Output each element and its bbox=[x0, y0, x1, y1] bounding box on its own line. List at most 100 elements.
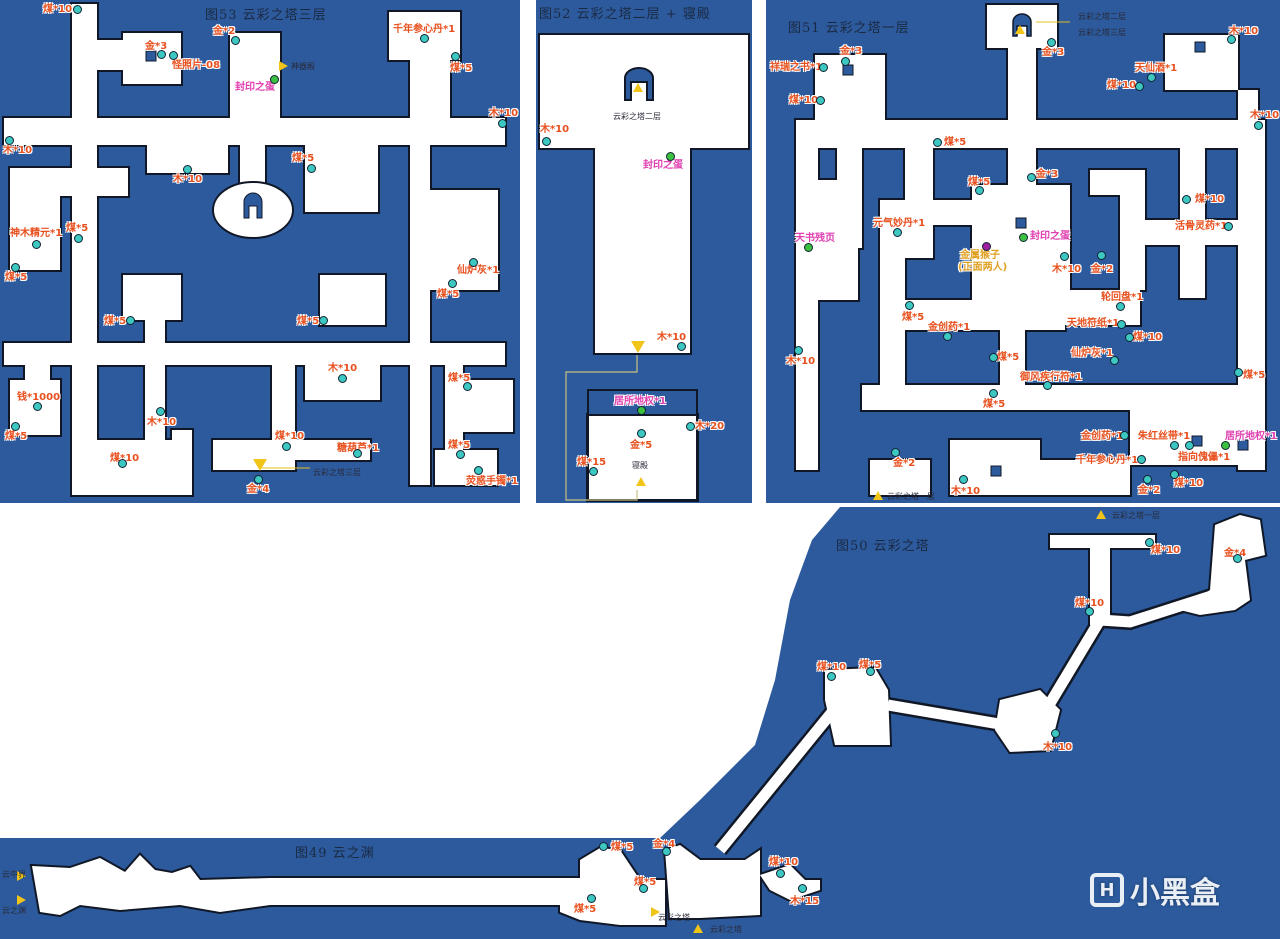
item-marker-icon[interactable] bbox=[1120, 431, 1129, 440]
key-item-marker-icon[interactable] bbox=[1019, 233, 1028, 242]
item-marker-icon[interactable] bbox=[420, 34, 429, 43]
item-marker-icon[interactable] bbox=[589, 467, 598, 476]
item-marker-icon[interactable] bbox=[1233, 554, 1242, 563]
item-marker-icon[interactable] bbox=[469, 258, 478, 267]
item-marker-icon[interactable] bbox=[975, 186, 984, 195]
item-marker-icon[interactable] bbox=[1234, 368, 1243, 377]
entrance-marker-icon bbox=[253, 459, 267, 471]
key-item-marker-icon[interactable] bbox=[804, 243, 813, 252]
item-marker-icon[interactable] bbox=[11, 263, 20, 272]
item-marker-icon[interactable] bbox=[905, 301, 914, 310]
item-marker-icon[interactable] bbox=[319, 316, 328, 325]
item-marker-icon[interactable] bbox=[1185, 441, 1194, 450]
pillar bbox=[1194, 41, 1206, 53]
item-marker-icon[interactable] bbox=[1125, 333, 1134, 342]
item-marker-icon[interactable] bbox=[254, 475, 263, 484]
item-marker-icon[interactable] bbox=[157, 50, 166, 59]
item-marker-icon[interactable] bbox=[943, 332, 952, 341]
item-label: 煤*5 bbox=[902, 312, 925, 323]
item-marker-icon[interactable] bbox=[1143, 475, 1152, 484]
item-marker-icon[interactable] bbox=[587, 894, 596, 903]
item-marker-icon[interactable] bbox=[32, 240, 41, 249]
item-marker-icon[interactable] bbox=[183, 165, 192, 174]
item-marker-icon[interactable] bbox=[982, 242, 991, 251]
item-marker-icon[interactable] bbox=[456, 450, 465, 459]
item-label: 煤*10 bbox=[1195, 194, 1225, 205]
item-marker-icon[interactable] bbox=[776, 869, 785, 878]
floor bbox=[430, 60, 450, 120]
item-marker-icon[interactable] bbox=[463, 382, 472, 391]
item-marker-icon[interactable] bbox=[677, 342, 686, 351]
item-marker-icon[interactable] bbox=[1227, 35, 1236, 44]
item-marker-icon[interactable] bbox=[282, 442, 291, 451]
item-marker-icon[interactable] bbox=[686, 422, 695, 431]
item-marker-icon[interactable] bbox=[353, 449, 362, 458]
item-marker-icon[interactable] bbox=[827, 672, 836, 681]
key-item-marker-icon[interactable] bbox=[637, 406, 646, 415]
item-marker-icon[interactable] bbox=[1060, 252, 1069, 261]
item-marker-icon[interactable] bbox=[1027, 173, 1036, 182]
item-label: 居所地权*1 bbox=[614, 396, 667, 407]
item-marker-icon[interactable] bbox=[989, 353, 998, 362]
key-item-marker-icon[interactable] bbox=[666, 152, 675, 161]
item-marker-icon[interactable] bbox=[1135, 82, 1144, 91]
item-marker-icon[interactable] bbox=[1116, 302, 1125, 311]
item-marker-icon[interactable] bbox=[1182, 195, 1191, 204]
item-marker-icon[interactable] bbox=[73, 5, 82, 14]
item-label: 指向傀儡*1 bbox=[1178, 452, 1231, 463]
item-marker-icon[interactable] bbox=[599, 842, 608, 851]
item-marker-icon[interactable] bbox=[1170, 441, 1179, 450]
item-marker-icon[interactable] bbox=[866, 667, 875, 676]
item-marker-icon[interactable] bbox=[231, 36, 240, 45]
location-label: 云彩之塔三层 bbox=[313, 468, 361, 477]
item-marker-icon[interactable] bbox=[1110, 356, 1119, 365]
item-marker-icon[interactable] bbox=[841, 57, 850, 66]
item-marker-icon[interactable] bbox=[451, 52, 460, 61]
item-marker-icon[interactable] bbox=[662, 847, 671, 856]
item-marker-icon[interactable] bbox=[1097, 251, 1106, 260]
item-label: 木*10 bbox=[1250, 110, 1280, 121]
item-marker-icon[interactable] bbox=[819, 63, 828, 72]
key-item-marker-icon[interactable] bbox=[1221, 441, 1230, 450]
floor bbox=[796, 148, 818, 470]
item-marker-icon[interactable] bbox=[1224, 222, 1233, 231]
item-marker-icon[interactable] bbox=[1170, 470, 1179, 479]
item-marker-icon[interactable] bbox=[639, 884, 648, 893]
key-item-marker-icon[interactable] bbox=[270, 75, 279, 84]
item-marker-icon[interactable] bbox=[1145, 538, 1154, 547]
item-marker-icon[interactable] bbox=[498, 119, 507, 128]
entrance-marker-icon bbox=[1015, 25, 1025, 34]
item-marker-icon[interactable] bbox=[1051, 729, 1060, 738]
item-label: 木*10 bbox=[489, 108, 519, 119]
item-marker-icon[interactable] bbox=[794, 346, 803, 355]
item-marker-icon[interactable] bbox=[959, 475, 968, 484]
item-marker-icon[interactable] bbox=[1254, 121, 1263, 130]
item-marker-icon[interactable] bbox=[1047, 38, 1056, 47]
item-marker-icon[interactable] bbox=[891, 448, 900, 457]
item-marker-icon[interactable] bbox=[1147, 73, 1156, 82]
item-marker-icon[interactable] bbox=[5, 136, 14, 145]
item-marker-icon[interactable] bbox=[1043, 381, 1052, 390]
item-marker-icon[interactable] bbox=[74, 234, 83, 243]
item-marker-icon[interactable] bbox=[169, 51, 178, 60]
item-marker-icon[interactable] bbox=[933, 138, 942, 147]
item-marker-icon[interactable] bbox=[637, 429, 646, 438]
item-marker-icon[interactable] bbox=[542, 137, 551, 146]
item-marker-icon[interactable] bbox=[126, 316, 135, 325]
item-marker-icon[interactable] bbox=[448, 279, 457, 288]
item-marker-icon[interactable] bbox=[338, 374, 347, 383]
item-marker-icon[interactable] bbox=[1137, 455, 1146, 464]
item-marker-icon[interactable] bbox=[33, 402, 42, 411]
item-marker-icon[interactable] bbox=[893, 228, 902, 237]
item-marker-icon[interactable] bbox=[798, 884, 807, 893]
item-marker-icon[interactable] bbox=[989, 389, 998, 398]
item-marker-icon[interactable] bbox=[816, 96, 825, 105]
item-marker-icon[interactable] bbox=[1117, 320, 1126, 329]
item-marker-icon[interactable] bbox=[307, 164, 316, 173]
item-marker-icon[interactable] bbox=[1085, 607, 1094, 616]
item-marker-icon[interactable] bbox=[156, 407, 165, 416]
item-marker-icon[interactable] bbox=[11, 422, 20, 431]
item-marker-icon[interactable] bbox=[474, 466, 483, 475]
item-marker-icon[interactable] bbox=[118, 459, 127, 468]
